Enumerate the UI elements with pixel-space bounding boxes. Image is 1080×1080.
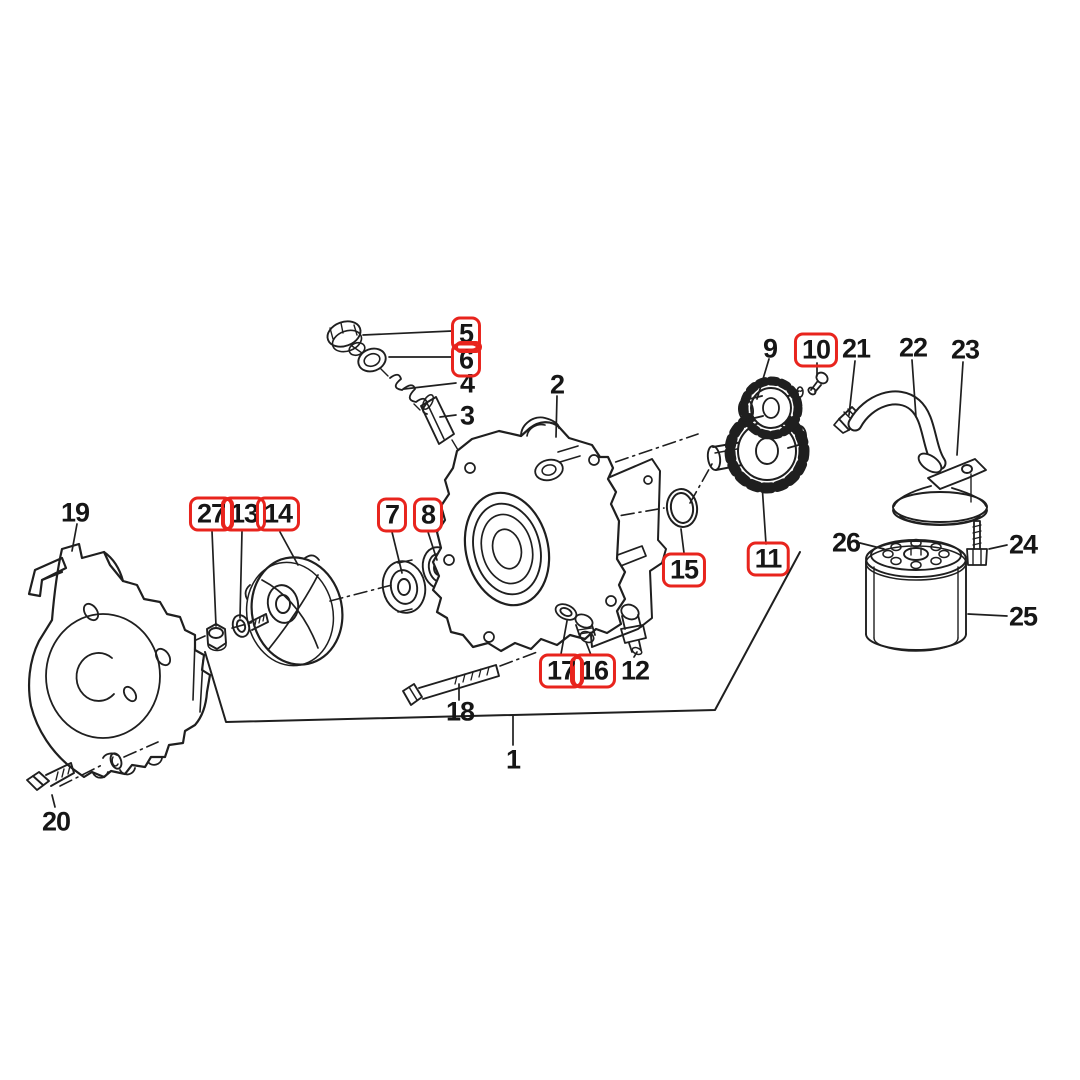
- bolt-part-18: [402, 664, 500, 706]
- oring-part-15: [665, 488, 699, 528]
- oil-filter-part-25: [865, 538, 967, 652]
- leader-lines: [51, 330, 1008, 808]
- callout-16[interactable]: 16: [571, 653, 617, 689]
- pump-housing-part-2: [431, 416, 627, 653]
- callout-14[interactable]: 14: [255, 496, 301, 532]
- callout-22[interactable]: 22: [898, 332, 928, 363]
- callout-8[interactable]: 8: [412, 497, 444, 533]
- valve-axis-dots: [351, 345, 459, 451]
- callout-23[interactable]: 23: [950, 334, 980, 365]
- callout-3[interactable]: 3: [459, 400, 475, 431]
- callout-18[interactable]: 18: [445, 696, 475, 727]
- assembly-boundary-outline: [204, 551, 801, 723]
- callout-11[interactable]: 11: [746, 541, 790, 577]
- strainer-part-23: [892, 458, 988, 526]
- callout-26[interactable]: 26: [831, 527, 861, 558]
- callout-21[interactable]: 21: [841, 333, 871, 364]
- callout-9[interactable]: 9: [762, 333, 778, 364]
- cover-part-19: [27, 542, 212, 779]
- callout-1[interactable]: 1: [505, 744, 521, 775]
- callout-10[interactable]: 10: [793, 332, 839, 368]
- highlight-sliver: [221, 498, 234, 530]
- bolt-part-20: [26, 752, 123, 791]
- highlight-sliver: [455, 341, 482, 353]
- callout-12[interactable]: 12: [620, 655, 650, 686]
- nut-part-27: [206, 623, 227, 652]
- gear-part-9: [738, 376, 804, 440]
- impeller-part-14: [244, 554, 344, 667]
- callout-15[interactable]: 15: [661, 552, 707, 588]
- highlight-sliver: [570, 656, 584, 687]
- fitting-part-16: [574, 613, 596, 644]
- relief-valve-plug-part-5: [326, 320, 366, 357]
- washer-part-6: [357, 347, 387, 373]
- callout-24[interactable]: 24: [1008, 529, 1038, 560]
- bolt-part-24: [966, 520, 988, 566]
- callout-7[interactable]: 7: [376, 497, 408, 533]
- plunger-part-3: [420, 394, 455, 445]
- callout-20[interactable]: 20: [41, 806, 71, 837]
- callout-25[interactable]: 25: [1008, 601, 1038, 632]
- callout-2[interactable]: 2: [549, 369, 565, 400]
- callout-19[interactable]: 19: [60, 497, 90, 528]
